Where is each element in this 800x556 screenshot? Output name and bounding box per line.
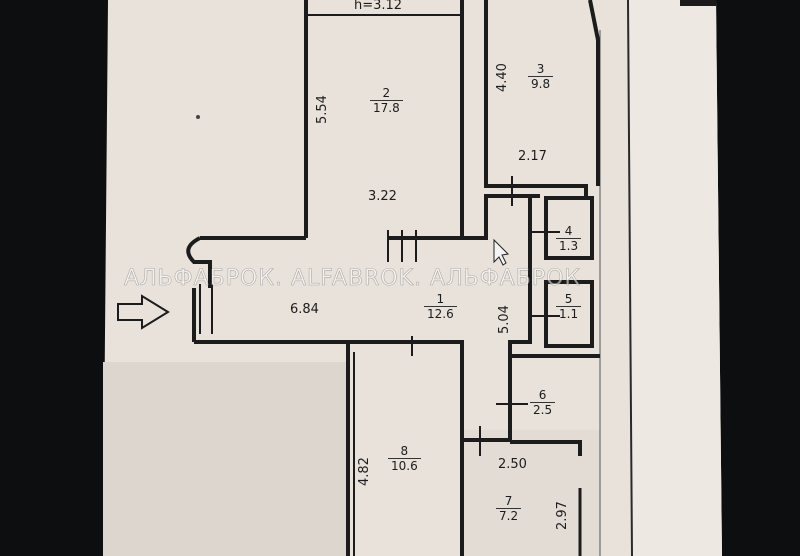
ink-dot (196, 115, 200, 119)
dim-room7-width: 2.50 (498, 457, 527, 472)
room-1-number: 1 (424, 292, 457, 307)
dim-room3-width: 2.17 (518, 149, 547, 164)
watermark: АЛЬФАБРОК. ALFABROK. АЛЬФАБРОК (124, 266, 582, 292)
room-4-area: 1.3 (559, 239, 579, 253)
room-8-area: 10.6 (391, 459, 418, 473)
mouse-cursor-icon (493, 238, 510, 266)
dim-corridor-height: 5.04 (497, 305, 512, 334)
corridor-bottom (194, 340, 464, 352)
room-7-area: 7.2 (499, 509, 519, 523)
doors (199, 176, 560, 456)
room6-bottom (510, 440, 582, 456)
dim-room2-height: 5.54 (315, 95, 330, 124)
room-4-number: 4 (556, 224, 582, 239)
ceiling-height-label: h=3.12 (354, 0, 403, 13)
margin-line (627, 0, 633, 556)
corridor-bulge (186, 236, 212, 288)
corridor-right (508, 196, 532, 440)
dim-room2-width: 3.22 (368, 189, 397, 204)
room-6-area: 2.5 (533, 403, 553, 417)
room-8-number: 8 (388, 444, 421, 459)
dim-room8-height: 4.82 (357, 457, 372, 486)
room-7-number: 7 (496, 494, 522, 509)
room-5-number: 5 (556, 292, 582, 307)
hatch-area-right (462, 430, 600, 556)
room-2-area: 17.8 (373, 101, 400, 115)
hatch-area (103, 362, 348, 556)
room3-right (588, 0, 600, 186)
room-3-label: 3 9.8 (528, 62, 554, 91)
room-4-label: 4 1.3 (556, 224, 582, 253)
room-5-label: 5 1.1 (556, 292, 582, 321)
room-2-label: 2 17.8 (370, 86, 403, 115)
entrance-arrow-icon (117, 294, 170, 330)
room-6-number: 6 (530, 388, 556, 403)
room-8-label: 8 10.6 (388, 444, 421, 473)
room5-walls (544, 280, 594, 348)
room-5-area: 1.1 (559, 307, 579, 321)
room-6-label: 6 2.5 (530, 388, 556, 417)
room-7-label: 7 7.2 (496, 494, 522, 523)
room-1-label: 1 12.6 (424, 292, 457, 321)
room-3-number: 3 (528, 62, 554, 77)
room-2-number: 2 (370, 86, 403, 101)
dim-corridor-length: 6.84 (290, 302, 319, 317)
screen-corner (680, 0, 716, 6)
dim-room3-height: 4.40 (495, 63, 510, 92)
dim-room7-height: 2.97 (555, 501, 570, 530)
room-3-area: 9.8 (531, 77, 551, 91)
walls (186, 0, 600, 556)
paper-margin (628, 0, 722, 556)
room4-walls (544, 196, 594, 260)
room-1-area: 12.6 (427, 307, 454, 321)
room3-walls (484, 0, 588, 196)
screen-edge (722, 0, 800, 556)
